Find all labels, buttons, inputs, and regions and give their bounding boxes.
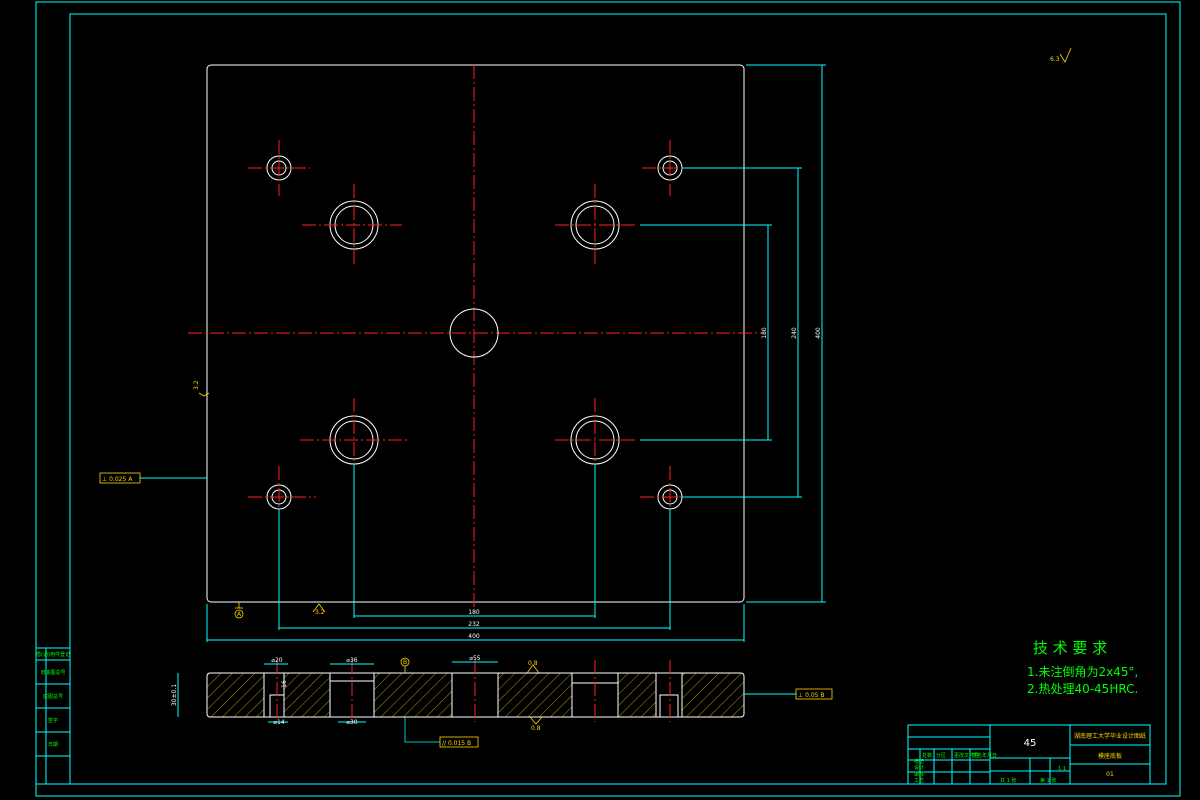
drawing-number: 01 xyxy=(1106,771,1114,778)
tb-row-3: 工艺 xyxy=(914,778,924,784)
datum-b: B xyxy=(403,659,407,666)
large-hole-tr xyxy=(555,184,637,266)
tb-row-2: 审核 xyxy=(914,771,924,778)
top-view: 180 240 400 180 232 400 ⊥ 0.025 A 3.2 3.… xyxy=(99,47,1072,642)
tech-requirements: 技 术 要 求 1.未注倒角为2x45°, 2.热处理40-45HRC. xyxy=(1027,639,1138,696)
dim-small-h: 16 xyxy=(281,680,288,688)
dim-240-vertical: 240 xyxy=(791,327,798,339)
dim-d14: ⌀14 xyxy=(273,719,284,726)
side-item-1: 旧底图总号 xyxy=(40,669,65,676)
side-item-4: 日期 xyxy=(48,742,58,748)
dim-d30: ⌀30 xyxy=(346,719,357,726)
material: 45 xyxy=(1024,738,1037,749)
roughness-r1: 3.2 xyxy=(315,609,325,616)
dim-thickness: 30±0.1 xyxy=(171,684,178,706)
side-item-0: 借(通)用件登记 xyxy=(36,651,70,658)
side-item-2: 底图总号 xyxy=(43,693,63,700)
roughness-top-right: 0.8 xyxy=(528,660,538,667)
large-hole-bl xyxy=(300,398,410,482)
tolerance-perp-top: ⊥ 0.025 A xyxy=(102,476,133,483)
tb-row-0: 标记 xyxy=(914,758,924,765)
side-item-3: 签字 xyxy=(48,717,58,724)
datum-a: A xyxy=(237,611,242,618)
dim-180-vertical: 180 xyxy=(761,327,768,339)
tb-col-3: 签名 xyxy=(972,752,982,759)
dim-d36: ⌀36 xyxy=(346,657,357,664)
school-name: 湖南理工大学毕业设计图纸 xyxy=(1074,732,1146,740)
tb-col-4: 年月日 xyxy=(982,752,997,759)
dim-400-horizontal: 400 xyxy=(468,633,480,640)
tech-title: 技 术 要 求 xyxy=(1033,639,1107,657)
outer-border xyxy=(35,1,1181,797)
roughness-left: 3.2 xyxy=(193,380,200,390)
tb-col-1: 分区 xyxy=(936,752,946,759)
scale: 1:1 xyxy=(1058,766,1066,772)
dim-180-horizontal: 180 xyxy=(468,609,480,616)
tolerance-perp-side: ⊥ 0.05 B xyxy=(798,692,825,699)
tb-col-2: 更改文件号 xyxy=(954,752,979,759)
tech-line-2: 2.热处理40-45HRC. xyxy=(1027,682,1138,696)
sheet-total: 共 1 张 xyxy=(1000,777,1016,784)
part-name: 模座底板 xyxy=(1098,752,1122,760)
tolerance-parallel: // 0.015 B xyxy=(442,740,471,747)
dim-d55: ⌀55 xyxy=(469,655,480,662)
center-hole xyxy=(449,308,499,358)
roughness-r3: 0.8 xyxy=(531,725,541,732)
dim-232-horizontal: 232 xyxy=(468,621,480,628)
sheet-number: 第 1 张 xyxy=(1040,777,1056,784)
dim-d20: ⌀20 xyxy=(271,657,282,664)
large-hole-br xyxy=(555,398,637,482)
roughness-general: 6.3 xyxy=(1050,56,1060,63)
dim-400-vertical: 400 xyxy=(815,327,822,339)
small-hole-tl xyxy=(248,140,310,196)
inner-border xyxy=(69,13,1167,785)
section-view: ⌀20 ⌀14 ⌀36 ⌀30 ⌀55 30±0.1 16 B // 0.015… xyxy=(171,655,833,748)
small-hole-bl xyxy=(248,466,316,528)
side-panel: 借(通)用件登记 旧底图总号 底图总号 签字 日期 xyxy=(35,647,71,785)
tech-line-1: 1.未注倒角为2x45°, xyxy=(1027,664,1138,679)
tb-col-0: 处数 xyxy=(922,752,932,759)
large-hole-tl xyxy=(302,184,402,266)
title-block: 标记 设计 审核 工艺 处数 分区 更改文件号 签名 年月日 45 湖南理工大学… xyxy=(907,724,1151,785)
tb-row-1: 设计 xyxy=(914,764,924,771)
